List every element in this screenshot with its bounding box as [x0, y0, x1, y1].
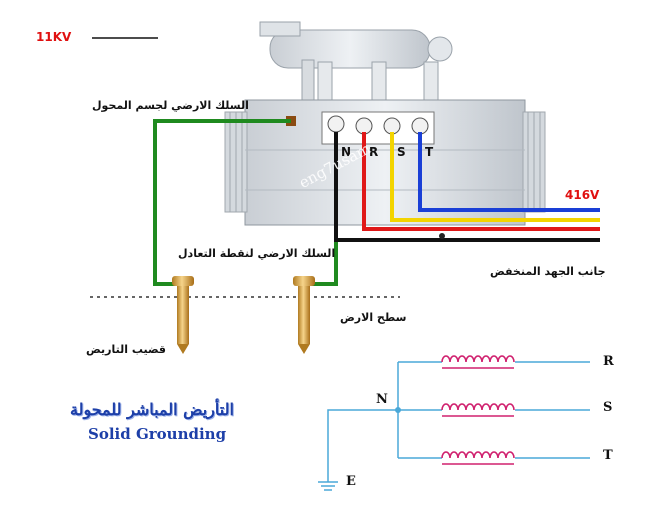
earth-rod-right [293, 276, 315, 354]
schematic-earth-label: E [346, 474, 356, 489]
schematic-neutral-label: N [376, 392, 388, 407]
lv-conductors [334, 132, 600, 242]
neutral-conductor [334, 132, 600, 242]
radiator-left [224, 111, 248, 213]
breather-pipe [301, 59, 315, 103]
hv-voltage-label: 11KV [36, 30, 72, 44]
lv-bushing-n [327, 115, 345, 133]
neutral-node [395, 407, 401, 413]
body-earth-label: السلك الارضي لجسم المحول [92, 99, 249, 112]
lv-voltage-label: 416V [565, 188, 600, 202]
neutral-earth-label: السلك الارضي لنقطة التعادل [178, 247, 336, 260]
transformer [224, 21, 546, 226]
conservator-end-cap [427, 36, 453, 62]
star-schematic [318, 361, 590, 491]
s-conductor [390, 132, 600, 222]
body-earth-wire [153, 119, 291, 286]
ground-surface-label: سطح الارض [340, 311, 407, 324]
phase-label-s: S [397, 145, 406, 159]
conservator-bracket [259, 21, 301, 37]
phase-label-r: R [369, 145, 379, 159]
schematic-phase-s: S [603, 400, 613, 415]
lv-bushing-s [383, 117, 401, 135]
earth-rod-left [172, 276, 194, 354]
coil-s [441, 403, 515, 417]
hv-bushing-1 [317, 61, 333, 101]
phase-label-n: N [341, 145, 352, 159]
lv-bushing-t [411, 117, 429, 135]
coil-t [441, 451, 515, 465]
lv-side-label: جانب الجهد المنخفض [490, 265, 606, 278]
neutral-junction [439, 233, 445, 239]
hv-bushing-2 [371, 61, 387, 101]
hv-bushing-3 [423, 61, 439, 101]
earth-rod-label: قضيب التاريض [86, 343, 166, 356]
r-conductor [362, 132, 600, 231]
title-arabic: التأريض المباشر للمحولة [70, 400, 234, 419]
t-conductor [418, 132, 600, 212]
neutral-earth-lead [327, 409, 398, 482]
coil-r [441, 355, 515, 369]
schematic-phase-r: R [603, 354, 614, 369]
phase-label-t: T [425, 145, 434, 159]
lv-bushing-r [355, 117, 373, 135]
schematic-phase-t: T [603, 448, 613, 463]
title-english: Solid Grounding [88, 425, 227, 443]
radiator-right [522, 111, 546, 213]
